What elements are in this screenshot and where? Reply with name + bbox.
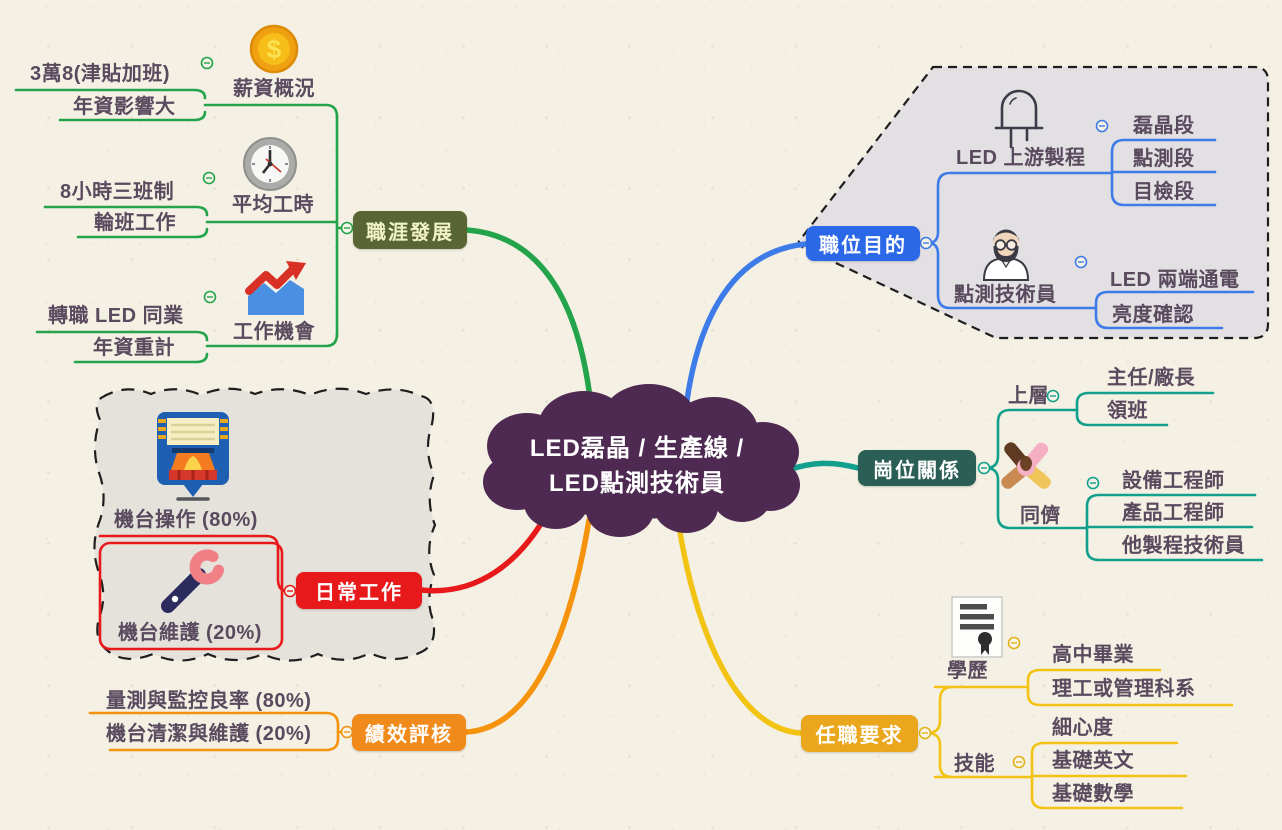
topic-peers-child-1[interactable]: 設備工程師 bbox=[1122, 470, 1225, 492]
central-topic[interactable]: LED磊晶 / 生產線 / LED點測技術員 bbox=[477, 431, 797, 501]
coin-dollar-icon: $ bbox=[249, 24, 299, 74]
central-topic-line1: LED磊晶 / 生產線 / bbox=[529, 435, 745, 462]
topic-yield-monitoring[interactable]: 量測與監控良率 (80%) bbox=[106, 690, 312, 712]
center-cloud[interactable] bbox=[483, 384, 800, 537]
topic-salary-child-2[interactable]: 年資影響大 bbox=[73, 96, 176, 118]
topic-tester-child-1[interactable]: LED 兩端通電 bbox=[1110, 269, 1240, 291]
svg-text:$: $ bbox=[267, 34, 282, 64]
performance-curve bbox=[463, 517, 592, 735]
node-performance-label: 績效評核 bbox=[365, 724, 453, 746]
daily-curve bbox=[418, 509, 551, 594]
topic-skills-child-3[interactable]: 基礎數學 bbox=[1052, 783, 1134, 805]
topic-upper-child-1[interactable]: 主任/廠長 bbox=[1107, 367, 1196, 389]
topic-machine-maintenance[interactable]: 機台維護 (20%) bbox=[118, 622, 262, 644]
requirements-curve bbox=[675, 517, 804, 736]
collapse-toggle[interactable] bbox=[977, 389, 1100, 490]
career-curve bbox=[464, 227, 595, 419]
collapse-toggle[interactable] bbox=[919, 119, 1109, 269]
topic-education[interactable]: 學歷 bbox=[947, 660, 988, 682]
certificate-icon bbox=[951, 596, 1003, 658]
technician-avatar-icon bbox=[982, 229, 1030, 281]
topic-hours[interactable]: 平均工時 bbox=[232, 194, 314, 216]
node-purpose[interactable]: 職位目的 bbox=[806, 226, 920, 261]
node-career-label: 職涯發展 bbox=[366, 221, 454, 244]
topic-salary-child-1[interactable]: 3萬8(津貼加班) bbox=[30, 63, 171, 85]
topic-hours-child-2[interactable]: 輪班工作 bbox=[94, 212, 176, 234]
node-purpose-label: 職位目的 bbox=[819, 235, 907, 257]
topic-tester[interactable]: 點測技術員 bbox=[954, 284, 1057, 306]
collapse-toggle[interactable] bbox=[283, 584, 297, 598]
node-relations-label: 崗位關係 bbox=[873, 459, 961, 482]
topic-tester-child-2[interactable]: 亮度確認 bbox=[1112, 304, 1194, 326]
topic-upper-child-2[interactable]: 領班 bbox=[1107, 400, 1148, 422]
purpose-lines bbox=[926, 138, 1255, 330]
central-topic-line2: LED點測技術員 bbox=[549, 470, 725, 497]
topic-education-child-1[interactable]: 高中畢業 bbox=[1052, 644, 1134, 666]
collapse-toggle[interactable] bbox=[340, 725, 354, 739]
topic-education-child-2[interactable]: 理工或管理科系 bbox=[1052, 678, 1196, 700]
node-career[interactable]: 職涯發展 bbox=[353, 211, 467, 249]
hands-together-icon bbox=[1001, 442, 1051, 489]
topic-upstream-child-3[interactable]: 目檢段 bbox=[1133, 181, 1195, 203]
machine-icon bbox=[157, 412, 229, 501]
main-branch-curves bbox=[418, 227, 861, 736]
led-diode-icon bbox=[994, 89, 1044, 149]
wrench-icon bbox=[161, 549, 225, 613]
topic-skills-child-2[interactable]: 基礎英文 bbox=[1052, 750, 1134, 772]
topic-machine-cleaning[interactable]: 機台清潔與維護 (20%) bbox=[106, 723, 312, 745]
topic-opportunity-child-2[interactable]: 年資重計 bbox=[93, 337, 175, 359]
topic-hours-child-1[interactable]: 8小時三班制 bbox=[60, 181, 175, 203]
node-relations[interactable]: 崗位關係 bbox=[858, 450, 976, 486]
topic-upstream-child-1[interactable]: 磊晶段 bbox=[1133, 115, 1195, 137]
collapse-toggle[interactable] bbox=[918, 636, 1026, 769]
node-daily-label: 日常工作 bbox=[315, 582, 403, 604]
topic-upper-level[interactable]: 上層 bbox=[1008, 385, 1049, 407]
node-requirements[interactable]: 任職要求 bbox=[801, 715, 918, 752]
collapse-toggle[interactable] bbox=[200, 56, 354, 304]
topic-peers-child-3[interactable]: 他製程技術員 bbox=[1122, 535, 1245, 557]
topic-upstream[interactable]: LED 上游製程 bbox=[956, 147, 1086, 169]
topic-salary[interactable]: 薪資概況 bbox=[233, 78, 315, 100]
topic-upstream-child-2[interactable]: 點測段 bbox=[1133, 148, 1195, 170]
topic-opportunity-child-1[interactable]: 轉職 LED 同業 bbox=[48, 305, 184, 327]
growth-chart-icon bbox=[245, 261, 306, 315]
career-lines bbox=[14, 88, 346, 364]
node-requirements-label: 任職要求 bbox=[815, 725, 904, 747]
topic-skills-child-1[interactable]: 細心度 bbox=[1052, 717, 1114, 739]
collapse-toggles bbox=[200, 56, 1109, 769]
topic-machine-operation[interactable]: 機台操作 (80%) bbox=[114, 509, 258, 531]
requirements-lines bbox=[925, 668, 1234, 810]
topic-peers[interactable]: 同儕 bbox=[1020, 505, 1061, 527]
node-daily[interactable]: 日常工作 bbox=[296, 572, 422, 609]
topic-skills[interactable]: 技能 bbox=[954, 753, 995, 775]
daily-lines bbox=[98, 534, 289, 651]
maintenance-topic-border bbox=[98, 541, 284, 651]
relations-curve bbox=[785, 460, 861, 473]
topic-opportunity[interactable]: 工作機會 bbox=[233, 321, 315, 343]
clock-icon bbox=[243, 137, 297, 191]
node-performance[interactable]: 績效評核 bbox=[352, 714, 466, 751]
topic-peers-child-2[interactable]: 產品工程師 bbox=[1122, 502, 1225, 524]
purpose-curve bbox=[682, 241, 809, 419]
relations-lines bbox=[984, 391, 1264, 562]
